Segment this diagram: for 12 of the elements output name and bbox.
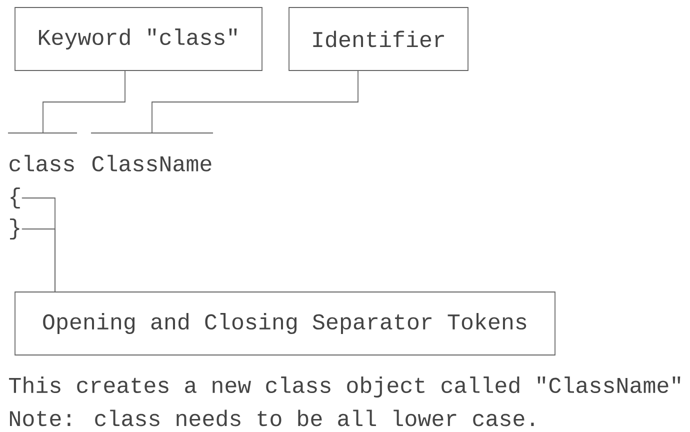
code-text: }	[10, 218, 20, 240]
label-box: Identifier	[288, 7, 468, 71]
note-text: Note: class needs to be all lower case.	[10, 410, 534, 426]
label-box: Opening and Closing Separator Tokens	[14, 292, 556, 356]
code-text: class	[10, 154, 74, 172]
code-text: {	[10, 188, 20, 208]
label-box: Keyword "class"	[14, 7, 262, 71]
leader-line	[42, 70, 126, 134]
leader-line	[21, 228, 56, 292]
note-text: This creates a new class object called "ClassName"	[9, 376, 680, 398]
leader-line	[152, 70, 358, 134]
code-text: ClassName	[92, 154, 212, 172]
